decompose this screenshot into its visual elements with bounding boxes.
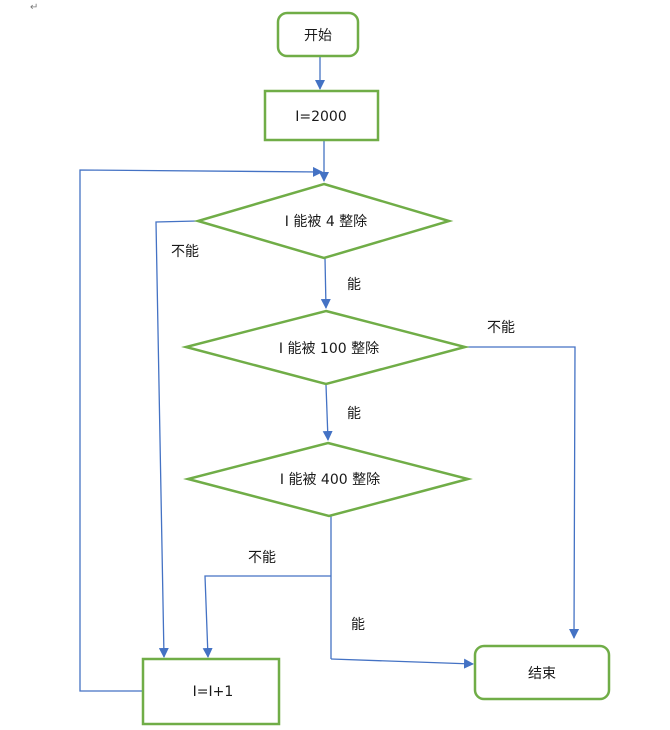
edge-div4-no-incr <box>155 220 198 658</box>
node-div100-label: I 能被 100 整除 <box>279 341 379 357</box>
node-div400-label: I 能被 400 整除 <box>280 472 380 488</box>
node-div100: I 能被 100 整除 <box>181 309 470 386</box>
node-end-label: 结束 <box>528 666 556 682</box>
edge-incr-div4-loop <box>79 166 323 692</box>
node-start-label: 开始 <box>304 28 332 44</box>
node-div400: I 能被 400 整除 <box>183 441 473 518</box>
node-init-label: I=2000 <box>295 109 347 125</box>
edge-label-div4-yes: 能 <box>347 277 361 293</box>
node-incr-label: I=I+1 <box>193 684 234 700</box>
node-div4: I 能被 4 整除 <box>193 182 454 260</box>
edge-label-div400-yes: 能 <box>351 617 365 633</box>
node-start: 开始 <box>276 11 360 58</box>
edge-div400-yes-end <box>330 658 474 669</box>
edge-div400-no-incr <box>202 575 331 658</box>
node-div4-label: I 能被 4 整除 <box>285 214 367 230</box>
edge-label-div100-yes: 能 <box>347 406 361 422</box>
edge-label-div4-no: 不能 <box>171 244 199 260</box>
edge-div100-no-end <box>465 346 580 639</box>
edge-div4-yes-div100 <box>320 257 331 309</box>
node-init: I=2000 <box>263 89 380 142</box>
paragraph-mark: ↵ <box>30 2 38 13</box>
edge-label-div100-no: 不能 <box>487 320 515 336</box>
node-end: 结束 <box>473 644 611 701</box>
edge-label-div400-no: 不能 <box>248 550 276 566</box>
node-incr: I=I+1 <box>141 657 281 726</box>
edge-div100-yes-div400 <box>322 384 333 441</box>
